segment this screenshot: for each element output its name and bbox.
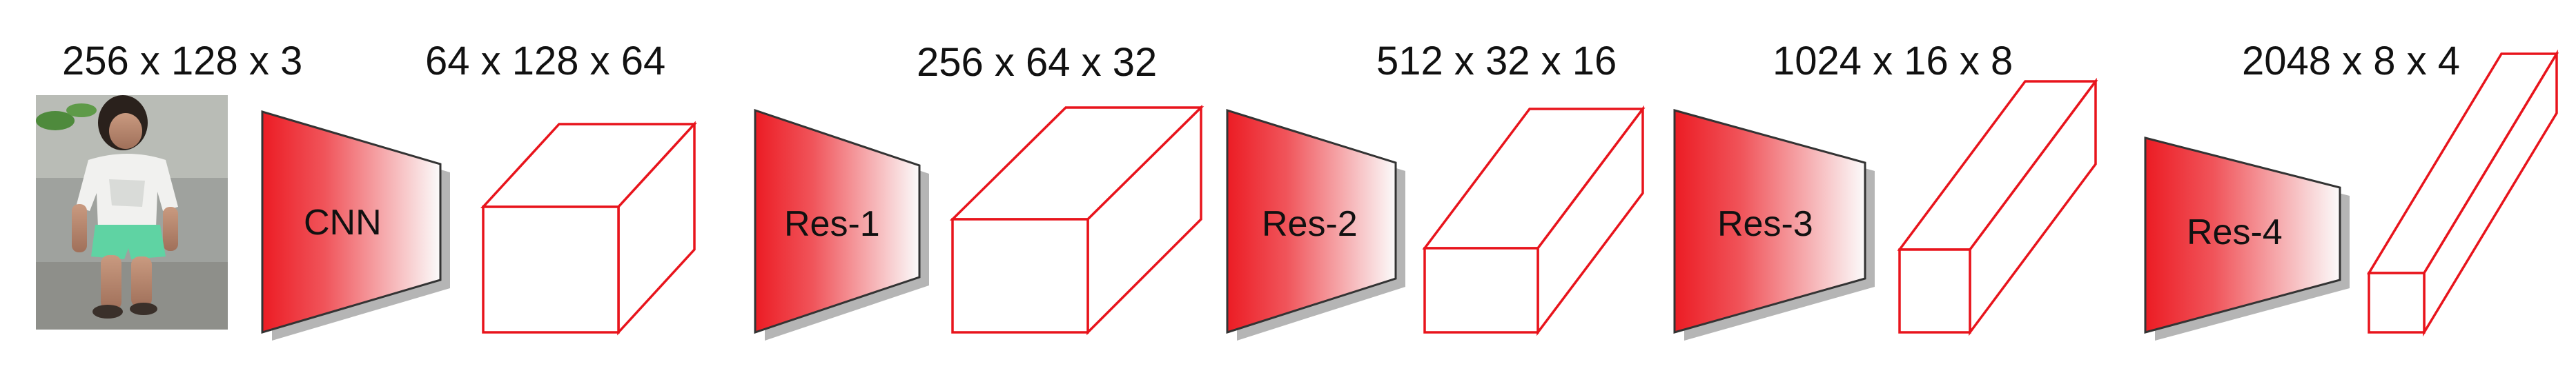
res3-output-dims-label: 1024 x 16 x 8: [1773, 39, 2013, 83]
res4-output-cube: [2366, 49, 2559, 337]
input-image: [36, 95, 228, 330]
res3-output-cube: [1897, 77, 2098, 336]
res1-block-label: Res-1: [784, 204, 880, 244]
res2-block-label: Res-2: [1262, 204, 1358, 244]
res1-block: Res-1: [754, 108, 929, 341]
res2-output-dims-label: 512 x 32 x 16: [1376, 39, 1617, 83]
res2-block: Res-2: [1226, 108, 1405, 341]
res3-block-label: Res-3: [1717, 204, 1813, 244]
cnn-output-dims-label: 64 x 128 x 64: [425, 39, 665, 83]
res4-block-label: Res-4: [2187, 212, 2283, 252]
cnn-block-label: CNN: [304, 203, 382, 243]
res2-output-cube: [1422, 105, 1646, 336]
cnn-output-cube: [480, 121, 697, 336]
input-dims-label: 256 x 128 x 3: [62, 39, 302, 83]
res1-output-cube: [949, 104, 1204, 336]
res4-block: Res-4: [2144, 137, 2350, 341]
res3-block: Res-3: [1673, 109, 1875, 341]
res4-output-dims-label: 2048 x 8 x 4: [2242, 39, 2460, 83]
cnn-block: CNN: [261, 110, 450, 341]
res1-output-dims-label: 256 x 64 x 32: [917, 40, 1157, 85]
